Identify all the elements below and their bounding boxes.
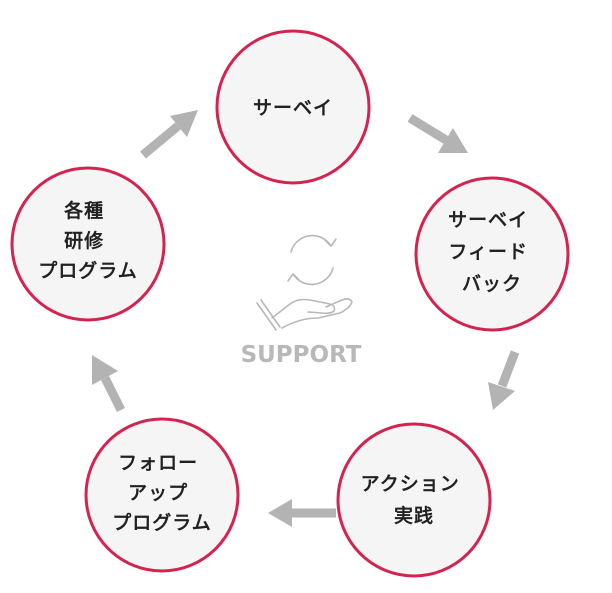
node-label-line: プログラム [112, 511, 211, 534]
center-support-label: SUPPORT [241, 342, 362, 368]
node-survey-feedback: サーベイ フィード バック [414, 176, 570, 332]
svg-text:フォロー アップ プログラム: フォロー アップ プログラム [112, 452, 211, 534]
svg-text:アクション 実践: アクション 実践 [361, 473, 468, 527]
node-label-line: 各種 [63, 199, 104, 222]
node-training: 各種 研修 プログラム [10, 166, 166, 322]
node-survey: サーベイ [215, 29, 371, 185]
cycle-arrows [92, 110, 520, 527]
node-label-line: フィード [448, 241, 528, 263]
node-label-line: 研修 [64, 229, 104, 252]
svg-text:サーベイ フィード バック: サーベイ フィード バック [448, 209, 536, 295]
node-follow-up: フォロー アップ プログラム [84, 417, 240, 573]
node-label-line: サーベイ [448, 209, 528, 231]
arrow-training-to-survey [140, 110, 198, 159]
node-label-line: プログラム [38, 259, 137, 282]
arrow-survey-to-feedback [407, 114, 468, 153]
node-label-line: バック [462, 273, 522, 295]
node-label-line: 実践 [394, 504, 434, 527]
node-label-line: サーベイ [253, 97, 333, 119]
node-label-line: アップ [128, 481, 188, 504]
svg-text:各種 研修 プログラム: 各種 研修 プログラム [38, 199, 137, 282]
arrow-followup-to-training [92, 355, 126, 413]
svg-text:サーベイ: サーベイ [253, 97, 333, 119]
node-action: アクション 実践 [336, 422, 492, 578]
node-label-line: フォロー [118, 452, 198, 474]
arrow-feedback-to-action [488, 350, 520, 410]
hand-with-cycle-arrows-icon [256, 234, 353, 331]
arrow-action-to-followup [268, 499, 336, 527]
node-label-line: アクション [361, 473, 460, 495]
